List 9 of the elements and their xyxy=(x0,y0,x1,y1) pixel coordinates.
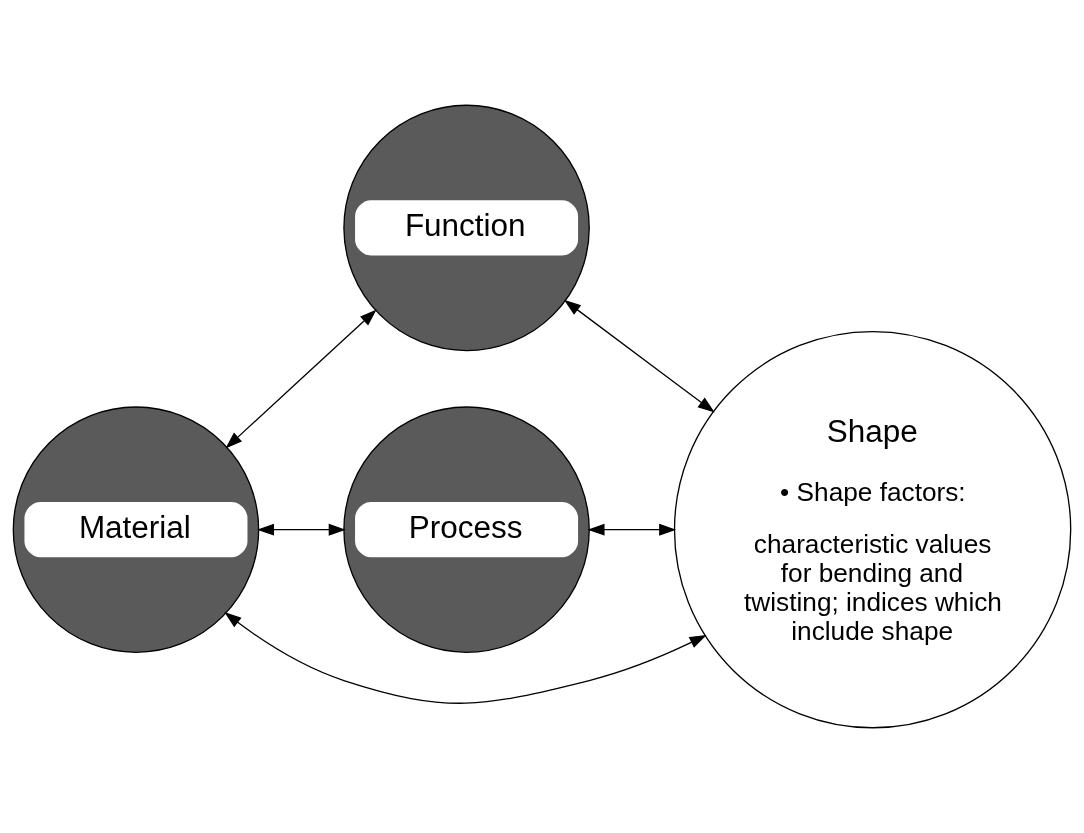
node-circle: Material xyxy=(12,406,260,653)
node-circle: Shape • Shape factors: characteristic values for bending and twisting; indices which include shape xyxy=(673,330,1072,729)
arrow xyxy=(563,299,715,413)
node-circle: Process xyxy=(343,406,590,653)
arrow xyxy=(256,523,346,536)
node-circle: Function xyxy=(343,104,590,352)
arrow xyxy=(587,523,677,536)
arrow xyxy=(225,309,377,449)
arrow xyxy=(224,612,707,704)
